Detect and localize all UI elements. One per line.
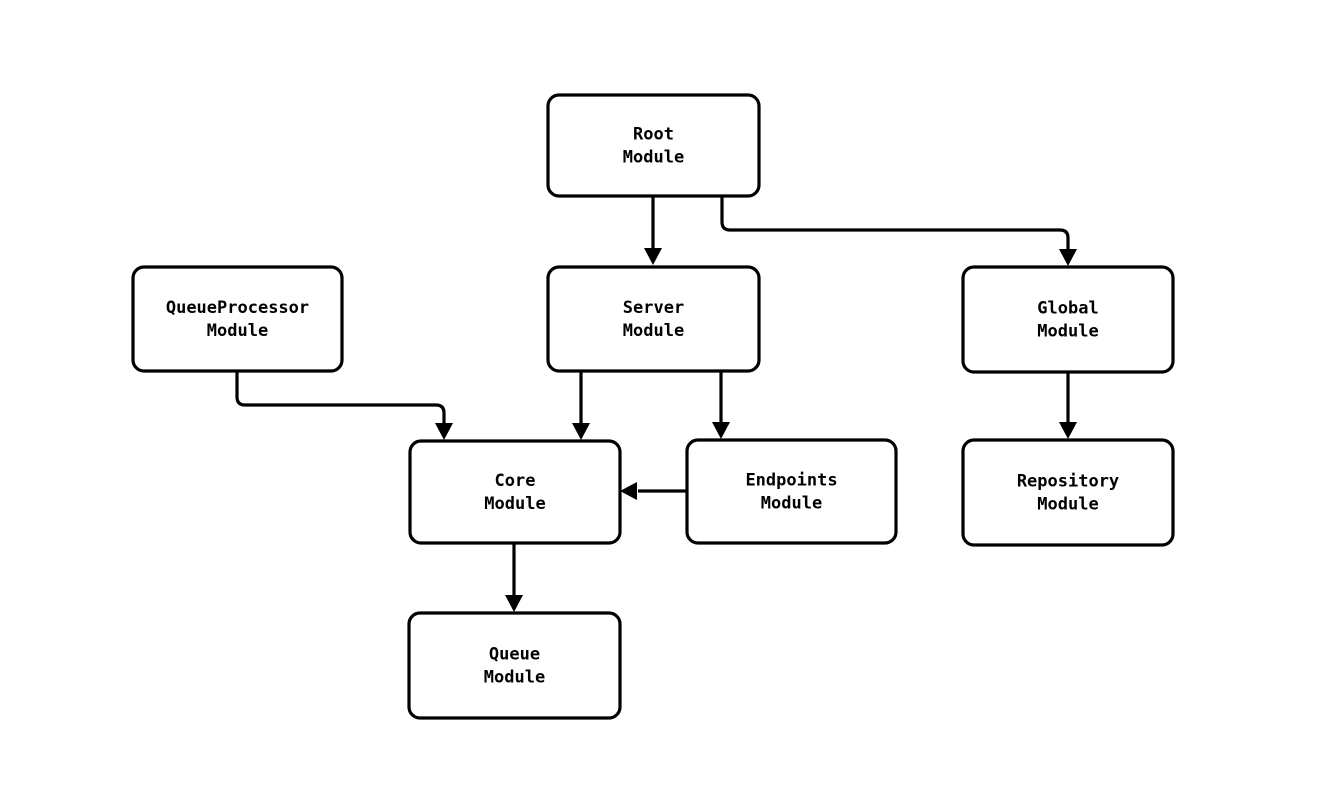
edge-server-endpoints: [712, 371, 730, 439]
node-label-line1: QueueProcessor: [166, 298, 309, 318]
node-label-line1: Server: [623, 298, 684, 318]
node-label-line1: Endpoints: [745, 471, 837, 491]
edge-root-server: [644, 196, 662, 265]
node-label-line1: Root: [633, 125, 674, 145]
arrowhead-icon: [435, 423, 453, 440]
arrowhead-icon: [620, 482, 637, 500]
arrowhead-icon: [505, 595, 523, 612]
arrowhead-icon: [644, 248, 662, 265]
node-box[interactable]: [685, 438, 898, 545]
node-label-line2: Module: [623, 321, 684, 341]
node-label-line2: Module: [484, 668, 545, 688]
edge-server-core: [572, 371, 590, 440]
node-label-line2: Module: [1037, 495, 1098, 515]
node-label-line2: Module: [484, 494, 545, 514]
nodes-layer: RootModuleQueueProcessorModuleServerModu…: [131, 93, 1175, 720]
node-label-line2: Module: [623, 148, 684, 168]
node-label-line2: Module: [761, 494, 822, 514]
arrowhead-icon: [1059, 422, 1077, 439]
node-box[interactable]: [961, 265, 1175, 374]
node-label-line2: Module: [1037, 322, 1098, 342]
node-label-line1: Core: [495, 471, 536, 491]
arrowhead-icon: [712, 422, 730, 439]
edge-global-repository: [1059, 372, 1077, 439]
node-box[interactable]: [408, 439, 622, 545]
edge-line: [235, 371, 446, 425]
node-box[interactable]: [546, 265, 761, 373]
edges-layer: [235, 196, 1077, 612]
edge-core-queue: [505, 543, 523, 612]
node-box[interactable]: [961, 438, 1175, 547]
edge-root-global: [720, 196, 1077, 266]
node-label-line2: Module: [207, 321, 268, 341]
edge-line: [720, 196, 1070, 251]
edge-endpoints-core: [620, 482, 687, 500]
arrowhead-icon: [572, 423, 590, 440]
arrowhead-icon: [1059, 249, 1077, 266]
edge-queueprocessor-core: [235, 371, 453, 440]
node-label-line1: Repository: [1017, 472, 1119, 492]
node-box[interactable]: [546, 93, 761, 198]
node-box[interactable]: [407, 611, 622, 720]
node-box[interactable]: [131, 265, 344, 373]
node-label-line1: Global: [1037, 299, 1098, 319]
node-label-line1: Queue: [489, 645, 540, 665]
